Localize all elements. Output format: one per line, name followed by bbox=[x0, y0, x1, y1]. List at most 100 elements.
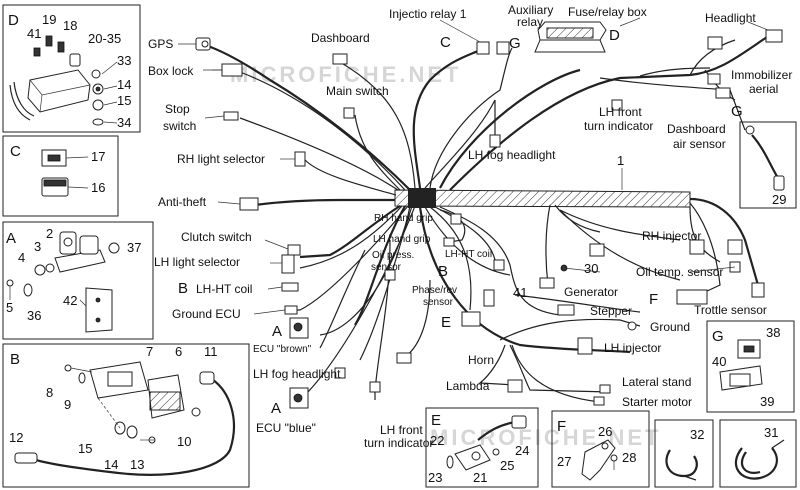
panel-a: A 2 3 4 37 5 36 42 bbox=[2, 221, 154, 340]
panel-e-num: 22 bbox=[430, 433, 444, 448]
letter-f-mid: F bbox=[649, 291, 658, 308]
label-injection-relay: Injectio relay 1 bbox=[389, 7, 467, 21]
panel-d-letter: D bbox=[8, 12, 19, 29]
label-stepper: Stepper bbox=[590, 304, 632, 318]
letter-b-coil: B bbox=[178, 280, 188, 297]
panel-f-num: 28 bbox=[622, 450, 636, 465]
label-anti-theft: Anti-theft bbox=[158, 195, 207, 209]
letter-d-top: D bbox=[609, 27, 620, 44]
label-ground-ecu: Ground ECU bbox=[172, 307, 241, 321]
panel-a-num: 2 bbox=[46, 226, 53, 241]
letter-a-mid: A bbox=[272, 323, 282, 340]
label-dashboard: Dashboard bbox=[311, 31, 370, 45]
ref-generator: 30 bbox=[584, 261, 598, 276]
label-lh-fog-headlight-top: LH fog headlight bbox=[468, 148, 556, 162]
letter-b-mid: B bbox=[438, 263, 448, 280]
label-phase-rev-1: Phase/rev bbox=[412, 285, 457, 296]
label-trottle-sensor: Trottle sensor bbox=[694, 303, 767, 317]
letter-a-bottom: A bbox=[271, 400, 281, 417]
panel-b-num: 12 bbox=[9, 430, 23, 445]
panel-c: C 17 16 bbox=[2, 135, 119, 217]
label-lh-injector: LH injector bbox=[604, 341, 661, 355]
panel-a-num: 3 bbox=[34, 239, 41, 254]
panel-b-num: 10 bbox=[177, 434, 191, 449]
label-clutch-switch: Clutch switch bbox=[181, 230, 252, 244]
main-harness bbox=[204, 34, 771, 403]
ref-harness: 1 bbox=[617, 153, 624, 168]
label-lh-front-turn-bottom-1: LH front bbox=[380, 423, 423, 437]
label-dashboard-air-2: air sensor bbox=[673, 137, 726, 151]
panel-b-num: 15 bbox=[78, 441, 92, 456]
panel-e: E 22 24 25 23 21 bbox=[425, 407, 539, 488]
panel-a-letter: A bbox=[6, 230, 16, 247]
label-stop-switch-1: Stop bbox=[165, 102, 190, 116]
label-lh-fog-headlight-bottom: LH fog headlight bbox=[253, 367, 341, 381]
label-rh-hand-grip: RH hand grip bbox=[374, 213, 433, 224]
panel-d-num: 20-35 bbox=[88, 31, 121, 46]
label-lh-ht-coil: LH-HT coil bbox=[196, 282, 252, 296]
labels: GPS Injectio relay 1 Auxiliary relay Fus… bbox=[148, 3, 792, 450]
label-immobilizer-2: aerial bbox=[749, 82, 778, 96]
panel-c-num: 16 bbox=[91, 180, 105, 195]
panel-a-num: 36 bbox=[27, 308, 41, 323]
panel-c-letter: C bbox=[10, 143, 21, 160]
panel-g-letter: G bbox=[712, 328, 724, 345]
label-stop-switch-2: switch bbox=[163, 119, 196, 133]
label-gps: GPS bbox=[148, 37, 173, 51]
label-headlight: Headlight bbox=[705, 11, 756, 25]
panel-b-num: 14 bbox=[104, 457, 118, 472]
panel-e-num: 24 bbox=[515, 443, 529, 458]
panel-b-num: 11 bbox=[204, 344, 218, 359]
label-ecu-brown: ECU "brown" bbox=[253, 344, 312, 355]
label-lateral-stand: Lateral stand bbox=[622, 375, 691, 389]
panel-b-num: 8 bbox=[46, 385, 53, 400]
panel-g-num: 40 bbox=[712, 354, 726, 369]
panel-b-num: 7 bbox=[146, 344, 153, 359]
label-box-lock: Box lock bbox=[148, 64, 194, 78]
panel-a-num: 42 bbox=[63, 293, 77, 308]
panel-d-num: 14 bbox=[117, 77, 131, 92]
panel-clip-31-num: 31 bbox=[764, 425, 778, 440]
watermark-top: MICROFICHE.NET bbox=[230, 62, 461, 87]
panel-g-num: 39 bbox=[760, 394, 774, 409]
label-lh-ht-coil-small: LH-HT coil bbox=[445, 249, 492, 260]
label-dashboard-air-1: Dashboard bbox=[667, 122, 726, 136]
label-ecu-blue: ECU "blue" bbox=[256, 421, 316, 435]
ref-41: 41 bbox=[513, 285, 527, 300]
label-ground: Ground bbox=[650, 320, 690, 334]
label-rh-injector: RH injector bbox=[642, 229, 701, 243]
panel-b-num: 13 bbox=[130, 457, 144, 472]
panel-f-letter: F bbox=[557, 418, 566, 435]
panel-d-num: 15 bbox=[117, 93, 131, 108]
panel-g: G 38 40 39 bbox=[706, 320, 795, 413]
letter-g-right: G bbox=[731, 103, 743, 120]
label-lh-front-turn-top-1: LH front bbox=[599, 105, 642, 119]
letter-g-top: G bbox=[509, 35, 521, 52]
label-oil-press-2: sensor bbox=[371, 262, 402, 273]
section-letters: C G D G B B E F A A 1 30 41 bbox=[178, 27, 743, 417]
label-generator: Generator bbox=[564, 285, 618, 299]
label-lh-hand-grip: LH hand grip bbox=[373, 234, 431, 245]
panel-g-num: 38 bbox=[766, 325, 780, 340]
panel-g-small: 29 bbox=[739, 121, 797, 209]
panel-d-num: 34 bbox=[117, 115, 131, 130]
label-main-switch: Main switch bbox=[326, 84, 389, 98]
label-fuse-relay-box: Fuse/relay box bbox=[568, 5, 647, 19]
label-auxiliary-relay-2: relay bbox=[517, 15, 543, 29]
panel-a-num: 5 bbox=[6, 300, 13, 315]
label-lh-front-turn-bottom-2: turn indicator bbox=[364, 436, 433, 450]
panel-d-num: 33 bbox=[117, 53, 131, 68]
label-auxiliary-relay-1: Auxiliary bbox=[508, 3, 553, 17]
panel-b-num: 6 bbox=[175, 344, 182, 359]
panel-clip-31: 31 bbox=[719, 419, 797, 488]
panel-e-num: 23 bbox=[428, 470, 442, 485]
panel-e-num: 21 bbox=[473, 470, 487, 485]
label-starter-motor: Starter motor bbox=[622, 395, 692, 409]
panel-d-num: 18 bbox=[63, 18, 77, 33]
panel-b-letter: B bbox=[10, 351, 20, 368]
label-oil-press-1: Oil press. bbox=[372, 250, 414, 261]
panel-e-num: 25 bbox=[500, 458, 514, 473]
letter-c-top: C bbox=[440, 34, 451, 51]
label-horn: Horn bbox=[468, 353, 494, 367]
